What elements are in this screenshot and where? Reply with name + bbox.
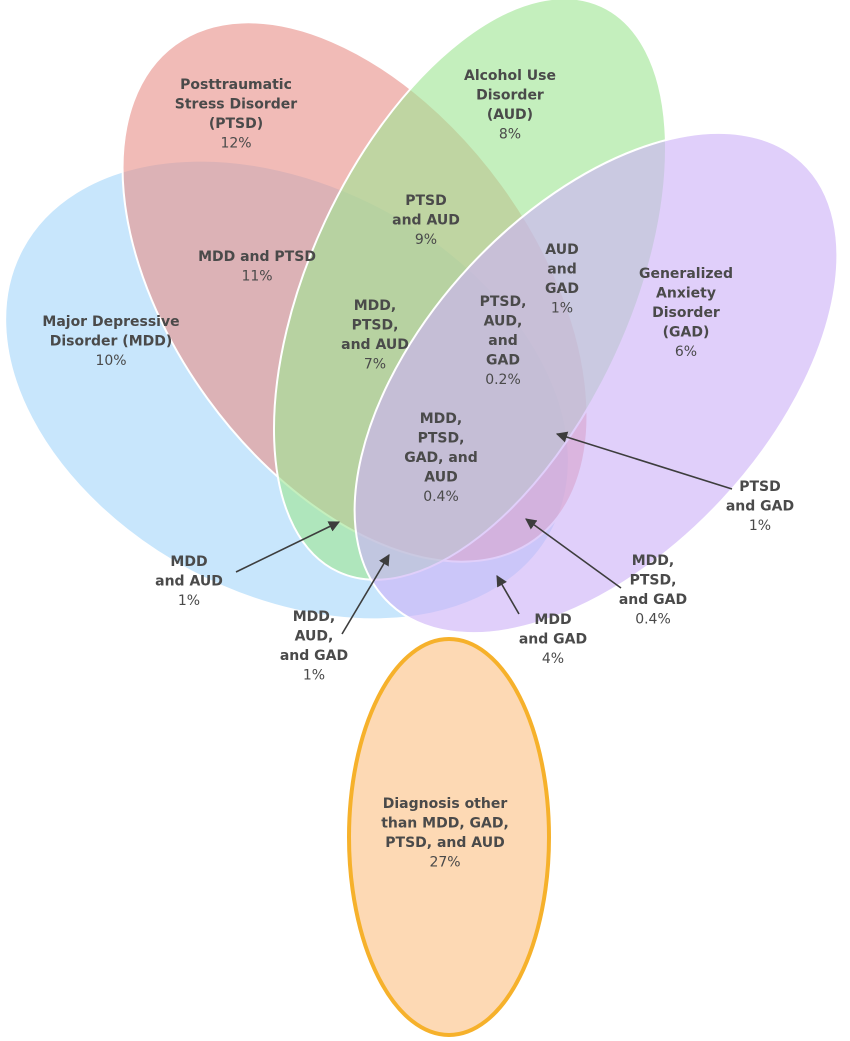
arrow-mdd-ptsd-gad (525, 518, 622, 589)
ptsd-aud-gad-label-line: AUD, (484, 314, 523, 330)
other-value: 27% (429, 855, 460, 871)
gad-label-line: Generalized (639, 266, 733, 282)
mdd-aud-gad-label-line: and GAD (280, 648, 348, 664)
ptsd-aud-gad-label-line: GAD (486, 353, 520, 369)
mdd-gad-label-line: MDD (534, 612, 571, 628)
ptsd-gad-label-line: PTSD (739, 479, 781, 495)
aud-value: 8% (499, 127, 521, 143)
aud-gad-label-line: AUD (545, 242, 578, 258)
mdd-aud-label: MDD and AUD 1% (155, 554, 223, 609)
aud-gad-value: 1% (551, 301, 573, 317)
mdd-label-line: Major Depressive (42, 314, 179, 330)
aud-label-line: (AUD) (487, 107, 533, 123)
other-label-line: than MDD, GAD, (381, 816, 509, 832)
mdd-value: 10% (95, 353, 126, 369)
arrow-mdd-aud (235, 521, 341, 573)
mdd-ptsd-gad-label-line: and GAD (619, 592, 687, 608)
arrow-mdd-gad (496, 575, 520, 615)
ptsd-aud-label: PTSD and AUD 9% (392, 193, 460, 248)
mdd-ptsd-aud-label-line: and AUD (341, 337, 409, 353)
arrow-mdd-aud-gad (341, 554, 390, 635)
aud-gad-label-line: GAD (545, 281, 579, 297)
gad-ellipse (353, 131, 839, 635)
mdd-aud-gad-value: 1% (303, 668, 325, 684)
other-label-line: Diagnosis other (383, 796, 508, 812)
mdd-aud-gad-label-line: MDD, (293, 609, 336, 625)
all-four-value: 0.4% (423, 489, 459, 505)
gad-label-line: Anxiety (656, 286, 716, 302)
arrow-ptsd-gad (555, 431, 733, 490)
other-label-line: PTSD, and AUD (385, 835, 504, 851)
ptsd-aud-label-line: PTSD (405, 193, 447, 209)
mdd-ptsd-gad-label-line: PTSD, (630, 573, 677, 589)
mdd-ptsd-aud-value: 7% (364, 357, 386, 373)
ptsd-gad-label: PTSD and GAD 1% (726, 479, 794, 534)
mdd-gad-label-line: and GAD (519, 632, 587, 648)
mdd-ptsd-gad-label: MDD, PTSD, and GAD 0.4% (619, 553, 687, 628)
ptsd-aud-gad-value: 0.2% (485, 372, 521, 388)
callout-arrows (235, 431, 733, 635)
ptsd-label-line: (PTSD) (209, 116, 263, 132)
mdd-ptsd-gad-label-line: MDD, (632, 553, 675, 569)
other-ellipse (347, 637, 551, 1037)
mdd-aud-value: 1% (178, 593, 200, 609)
ptsd-value: 12% (220, 136, 251, 152)
mdd-ptsd-aud-label-line: PTSD, (352, 318, 399, 334)
gad-label-line: Disorder (652, 305, 720, 321)
mdd-aud-gad-label: MDD, AUD, and GAD 1% (280, 609, 348, 684)
aud-label-line: Disorder (476, 88, 544, 104)
ptsd-gad-label-line: and GAD (726, 499, 794, 515)
all-four-label-line: AUD (424, 470, 457, 486)
mdd-aud-label-line: and AUD (155, 574, 223, 590)
gad-label-line: (GAD) (663, 325, 710, 341)
all-four-label-line: GAD, and (404, 450, 478, 466)
ptsd-aud-value: 9% (415, 232, 437, 248)
all-four-label-line: MDD, (420, 411, 463, 427)
ptsd-label-line: Posttraumatic (180, 77, 292, 93)
mdd-aud-gad-label-line: AUD, (295, 629, 334, 645)
ptsd-gad-value: 1% (749, 518, 771, 534)
ptsd-aud-gad-label-line: and (488, 333, 517, 349)
aud-label-line: Alcohol Use (464, 68, 556, 84)
mdd-ptsd-aud-label-line: MDD, (354, 298, 397, 314)
gad-value: 6% (675, 344, 697, 360)
mdd-ptsd-gad-value: 0.4% (635, 612, 671, 628)
ptsd-aud-gad-label-line: PTSD, (480, 294, 527, 310)
mdd-ptsd-label-line: MDD and PTSD (198, 249, 316, 265)
mdd-gad-label: MDD and GAD 4% (519, 612, 587, 667)
mdd-label-line: Disorder (MDD) (50, 334, 173, 350)
all-four-label-line: PTSD, (418, 431, 465, 447)
mdd-ptsd-label: MDD and PTSD 11% (198, 249, 316, 285)
mdd-gad-value: 4% (542, 651, 564, 667)
ptsd-label-line: Stress Disorder (175, 97, 298, 113)
ptsd-aud-label-line: and AUD (392, 213, 460, 229)
mdd-ptsd-aud-label: MDD, PTSD, and AUD 7% (341, 298, 409, 373)
aud-gad-label-line: and (547, 262, 576, 278)
mdd-aud-label-line: MDD (170, 554, 207, 570)
mdd-ptsd-value: 11% (241, 269, 272, 285)
other-label: Diagnosis other than MDD, GAD, PTSD, and A… (381, 796, 509, 871)
